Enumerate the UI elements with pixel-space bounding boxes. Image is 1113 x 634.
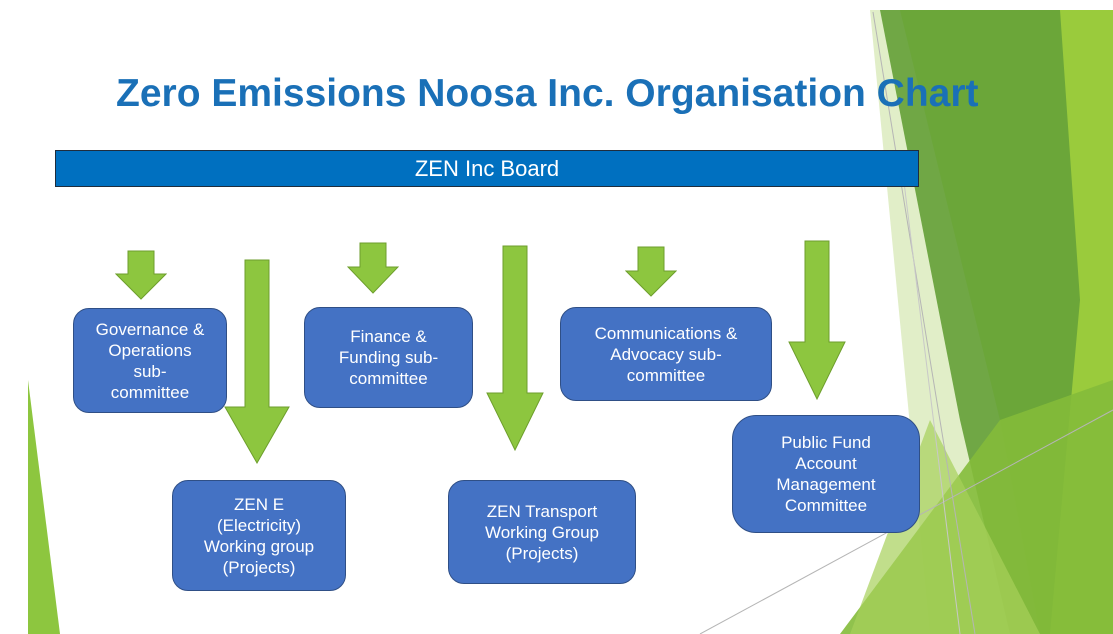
node-zen-e: ZEN E (Electricity) Working group (Proje… — [172, 480, 346, 591]
arrow-to-zen-transport — [486, 245, 544, 451]
node-governance-label: Governance & Operations sub- committee — [95, 319, 205, 402]
board-label: ZEN Inc Board — [414, 155, 560, 181]
node-communications: Communications & Advocacy sub- committee — [560, 307, 772, 401]
arrow-to-communications — [625, 246, 677, 297]
node-governance: Governance & Operations sub- committee — [73, 308, 227, 413]
node-public-fund-label: Public Fund Account Management Committee — [776, 433, 876, 515]
deco-line-3 — [899, 149, 961, 634]
node-zen-e-label: ZEN E (Electricity) Working group (Proje… — [203, 494, 315, 577]
arrow-to-finance — [347, 242, 399, 294]
board-box: ZEN Inc Board — [55, 150, 919, 187]
node-zen-transport: ZEN Transport Working Group (Projects) — [448, 480, 636, 584]
node-finance: Finance & Funding sub- committee — [304, 307, 473, 408]
node-public-fund: Public Fund Account Management Committee — [732, 415, 920, 533]
deco-line-1 — [872, 11, 976, 634]
left-green-sliver — [28, 380, 60, 634]
right-green-lower-light — [850, 420, 1040, 634]
arrow-to-zen-e — [224, 259, 290, 464]
arrow-to-public-fund — [788, 240, 846, 400]
node-communications-label: Communications & Advocacy sub- committee — [594, 323, 738, 385]
node-finance-label: Finance & Funding sub- committee — [338, 327, 439, 388]
node-zen-transport-label: ZEN Transport Working Group (Projects) — [484, 501, 599, 563]
page-title: Zero Emissions Noosa Inc. Organisation C… — [116, 72, 979, 115]
arrow-to-governance — [115, 250, 167, 300]
